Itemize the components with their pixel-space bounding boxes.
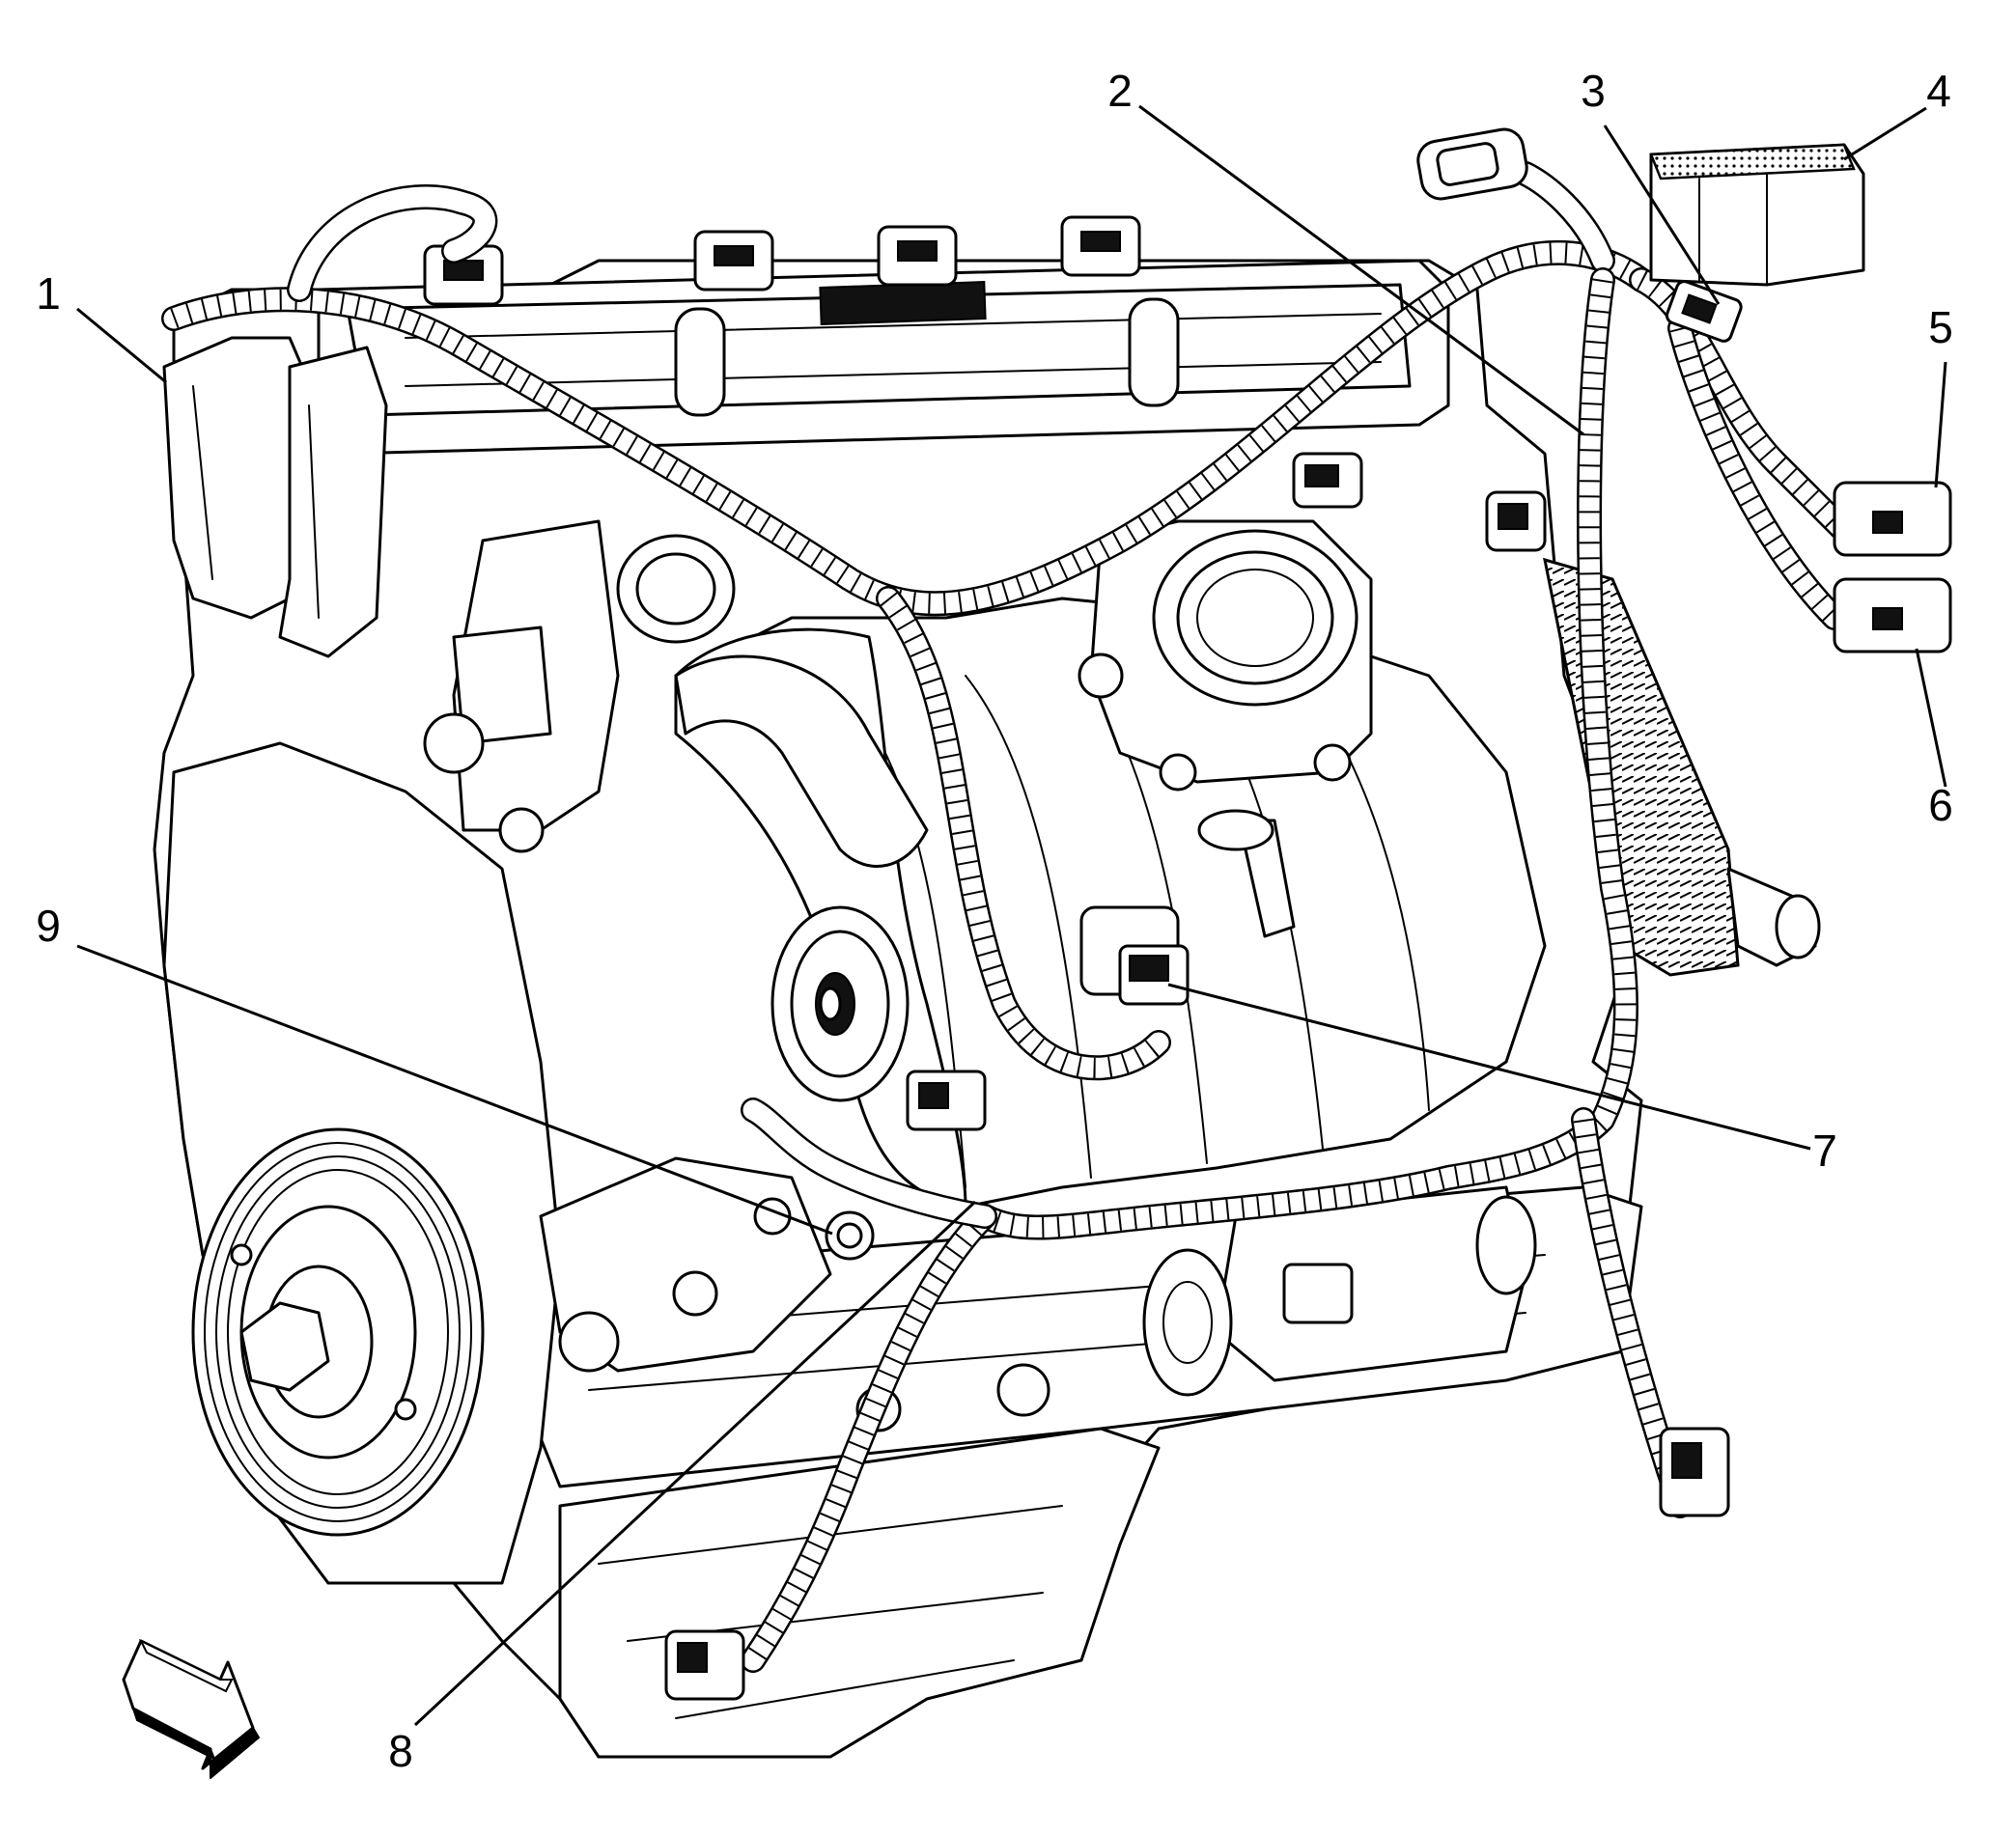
leader-9 [76,944,833,1236]
leader-2 [1138,104,1584,436]
ignition-coil-connectors [423,215,1141,306]
ground-stud-9 [825,1210,875,1261]
starter-motor [1142,1185,1537,1397]
connector-cam-sensor [1485,490,1547,552]
water-outlet [423,519,736,853]
leader-1 [76,307,167,384]
callout-5: 5 [1928,302,1953,352]
leader-8 [413,1200,977,1727]
callout-8: 8 [388,1726,413,1776]
connector-map-sensor [1292,452,1363,509]
connector-5 [1833,481,1952,557]
leader-5 [1934,361,1947,488]
connector-knock-sensor [906,1070,987,1131]
connector-7-sensor [1079,905,1190,1006]
callout-1: 1 [36,268,61,319]
callout-3: 3 [1581,66,1606,116]
right-down-arrow-icon [122,1638,260,1779]
throttle-body [1078,519,1373,938]
callout-labels: 1 2 3 4 5 6 7 8 9 [36,66,1953,1776]
leader-lines [76,104,1947,1727]
ecm-module-4 [1649,143,1865,287]
crankshaft-balancer [191,1127,485,1537]
connector-6 [1833,577,1952,653]
egr-pipe [674,654,929,868]
leader-7 [1167,983,1811,1151]
idler-pulley [770,905,910,1102]
callout-2: 2 [1107,66,1133,116]
timing-chain-cover [162,336,388,658]
connector-lower-right [1659,1427,1730,1517]
leader-4 [1843,106,1927,161]
connector-top-right [1416,127,1528,201]
callout-9: 9 [36,901,61,951]
callout-7: 7 [1812,1126,1837,1176]
engine-wiring-harness [161,161,1866,1673]
callout-6: 6 [1928,780,1953,830]
accessory-brackets [539,1156,1050,1432]
leader-6 [1915,648,1947,788]
cam-cover [317,215,1450,456]
leader-3 [1603,125,1721,305]
callout-4: 4 [1926,66,1951,116]
connector-crank-sensor [664,1629,745,1701]
